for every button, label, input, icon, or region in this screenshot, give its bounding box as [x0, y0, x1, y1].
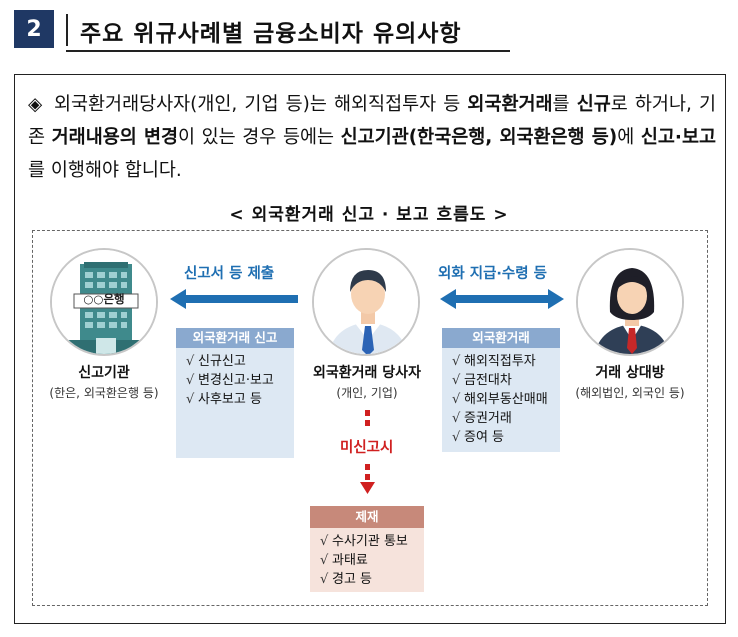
- check-icon: √: [186, 373, 195, 388]
- submit-arrow-icon: [170, 289, 298, 309]
- check-icon: √: [186, 392, 195, 407]
- report-panel: 외국환거래 신고 √신규신고 √변경신고·보고 √사후보고 등: [176, 328, 294, 458]
- check-icon: √: [320, 572, 329, 587]
- client-person-icon: [312, 248, 420, 356]
- notice-text-5: 로 하거나, 기존: [28, 94, 717, 148]
- trade-panel: 외국환거래 √해외직접투자 √금전대차 √해외부동산매매 √증권거래 √증여 등: [442, 328, 560, 452]
- counterparty-person-icon: [576, 248, 684, 356]
- unreported-label: 미신고시: [340, 440, 394, 456]
- client-sub: (개인, 기업): [336, 386, 398, 400]
- notice-text-6: 거래내용의 변경: [51, 127, 178, 148]
- notice-text-10: 신고·보고: [640, 127, 716, 148]
- report-panel-title: 외국환거래 신고: [176, 328, 294, 348]
- list-item: √금전대차: [452, 373, 512, 388]
- list-item: √증여 등: [452, 430, 505, 445]
- notice-text-8: 신고기관(한국은행, 외국환은행 등): [340, 127, 618, 148]
- bank-sign-label: ○○은행: [83, 292, 125, 306]
- list-item: √신규신고: [186, 354, 246, 369]
- reporting-agency-sub: (한은, 외국환은행 등): [49, 386, 159, 400]
- list-item: √수사기관 통보: [320, 534, 408, 549]
- payment-double-arrow-icon: [440, 289, 564, 309]
- list-item: √경고 등: [320, 572, 373, 587]
- section-heading: 2 주요 위규사례별 금융소비자 유의사항: [14, 10, 510, 52]
- notice-text-4: 신규: [576, 94, 611, 115]
- payment-arrow-label: 외화 지급·수령 등: [438, 266, 547, 282]
- client-label: 외국환거래 당사자: [313, 365, 421, 381]
- reporting-agency-label: 신고기관: [78, 365, 130, 381]
- flow-title: < 외국환거래 신고 · 보고 흐름도 >: [229, 205, 509, 225]
- notice-text-3: 를: [552, 94, 577, 115]
- trade-panel-title: 외국환거래: [442, 328, 560, 348]
- check-icon: √: [320, 534, 329, 549]
- diamond-bullet-icon: ◈: [28, 94, 43, 115]
- notice-text-11: 를 이행해야 합니다.: [28, 160, 182, 181]
- notice-text-2: 외국환거래: [467, 94, 553, 115]
- counterparty-sub: (해외법인, 외국인 등): [575, 386, 685, 400]
- check-icon: √: [452, 373, 461, 388]
- unreported-arrow-icon: [360, 410, 375, 494]
- notice-text-7: 이 있는 경우 등에는: [177, 127, 341, 148]
- section-title: 주요 위규사례별 금융소비자 유의사항: [80, 21, 462, 47]
- counterparty-label: 거래 상대방: [595, 365, 665, 381]
- check-icon: √: [320, 553, 329, 568]
- check-icon: √: [186, 354, 195, 369]
- check-icon: √: [452, 430, 461, 445]
- notice-paragraph: ◈ 외국환거래당사자(개인, 기업 등)는 해외직접투자 등 외국환거래를 신규로…: [28, 88, 716, 187]
- check-icon: √: [452, 392, 461, 407]
- heading-underline: [66, 50, 510, 52]
- sanction-panel: 제재 √수사기관 통보 √과태료 √경고 등: [310, 506, 424, 592]
- content-box: [14, 74, 726, 624]
- list-item: √증권거래: [452, 411, 512, 426]
- section-number: 2: [14, 10, 54, 48]
- heading-divider: [66, 14, 68, 46]
- list-item: √과태료: [320, 553, 368, 568]
- bank-building-icon: [50, 248, 158, 356]
- notice-text-1: 외국환거래당사자(개인, 기업 등)는 해외직접투자 등: [54, 94, 468, 115]
- notice-text-9: 에: [617, 127, 641, 148]
- list-item: √해외직접투자: [452, 354, 536, 369]
- submit-arrow-label: 신고서 등 제출: [184, 266, 275, 282]
- check-icon: √: [452, 354, 461, 369]
- list-item: √해외부동산매매: [452, 392, 548, 407]
- flow-diagram-frame: [32, 230, 708, 606]
- check-icon: √: [452, 411, 461, 426]
- sanction-panel-title: 제재: [310, 506, 424, 528]
- list-item: √사후보고 등: [186, 392, 262, 407]
- list-item: √변경신고·보고: [186, 373, 274, 388]
